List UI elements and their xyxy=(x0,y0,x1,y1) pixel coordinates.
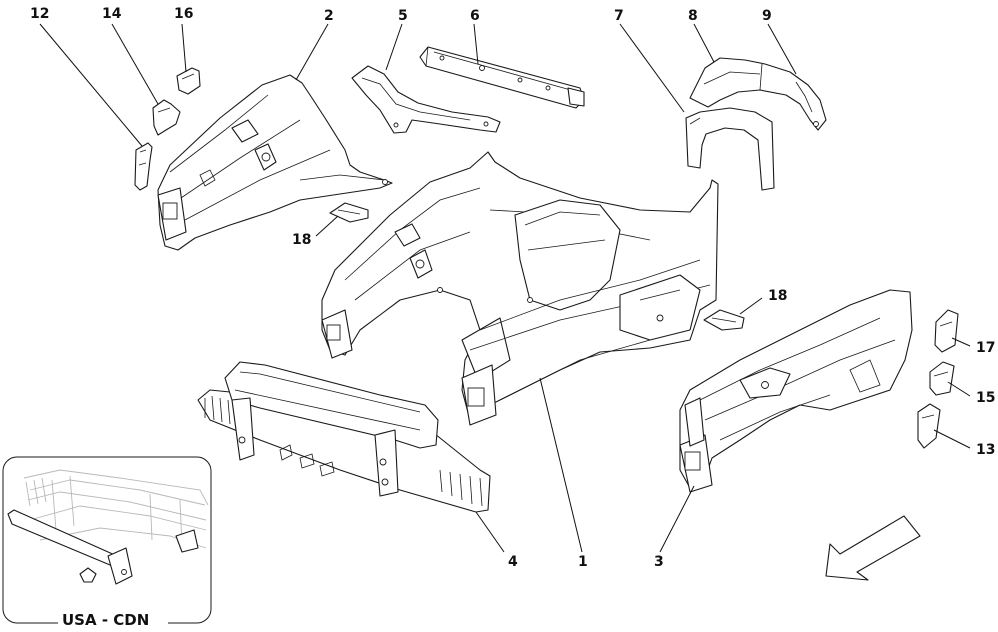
direction-arrow-icon xyxy=(825,515,921,581)
callout-17: 17 xyxy=(976,340,995,356)
callout-5: 5 xyxy=(398,8,408,24)
callout-2: 2 xyxy=(324,8,334,24)
callout-18-upper: 18 xyxy=(292,232,311,248)
callout-1: 1 xyxy=(578,554,588,570)
part-2-left-frame xyxy=(157,74,393,251)
callout-14: 14 xyxy=(102,6,122,22)
part-5-rail xyxy=(351,65,501,134)
part-4-bumper-beam xyxy=(197,361,491,513)
part-14-plate xyxy=(152,99,181,136)
callout-16: 16 xyxy=(174,6,193,22)
callout-3: 3 xyxy=(654,554,664,570)
usa-cdn-inset: USA - CDN xyxy=(2,456,212,629)
part-3-right-frame xyxy=(679,289,913,493)
callout-15: 15 xyxy=(976,390,995,406)
callout-12: 12 xyxy=(30,6,49,22)
callout-9: 9 xyxy=(762,8,772,24)
part-12-bracket xyxy=(134,142,153,191)
part-15-bracket xyxy=(929,361,955,396)
callout-13: 13 xyxy=(976,442,995,458)
part-16-bracket xyxy=(176,67,201,95)
part-1-main-frame xyxy=(321,151,719,426)
callout-18-lower: 18 xyxy=(768,288,787,304)
callout-8: 8 xyxy=(688,8,698,24)
part-6-crossmember xyxy=(419,46,585,109)
inset-label: USA - CDN xyxy=(62,611,149,629)
callout-4: 4 xyxy=(508,554,518,570)
part-7-arch-panel xyxy=(685,107,775,191)
part-18-lower-bracket xyxy=(703,309,745,331)
part-13-bracket xyxy=(917,403,941,449)
callout-7: 7 xyxy=(614,8,624,24)
callout-6: 6 xyxy=(470,8,480,24)
part-17-bracket xyxy=(934,309,959,353)
part-8-9-wheel-arch xyxy=(689,57,827,131)
part-18-upper-bracket xyxy=(329,202,369,223)
